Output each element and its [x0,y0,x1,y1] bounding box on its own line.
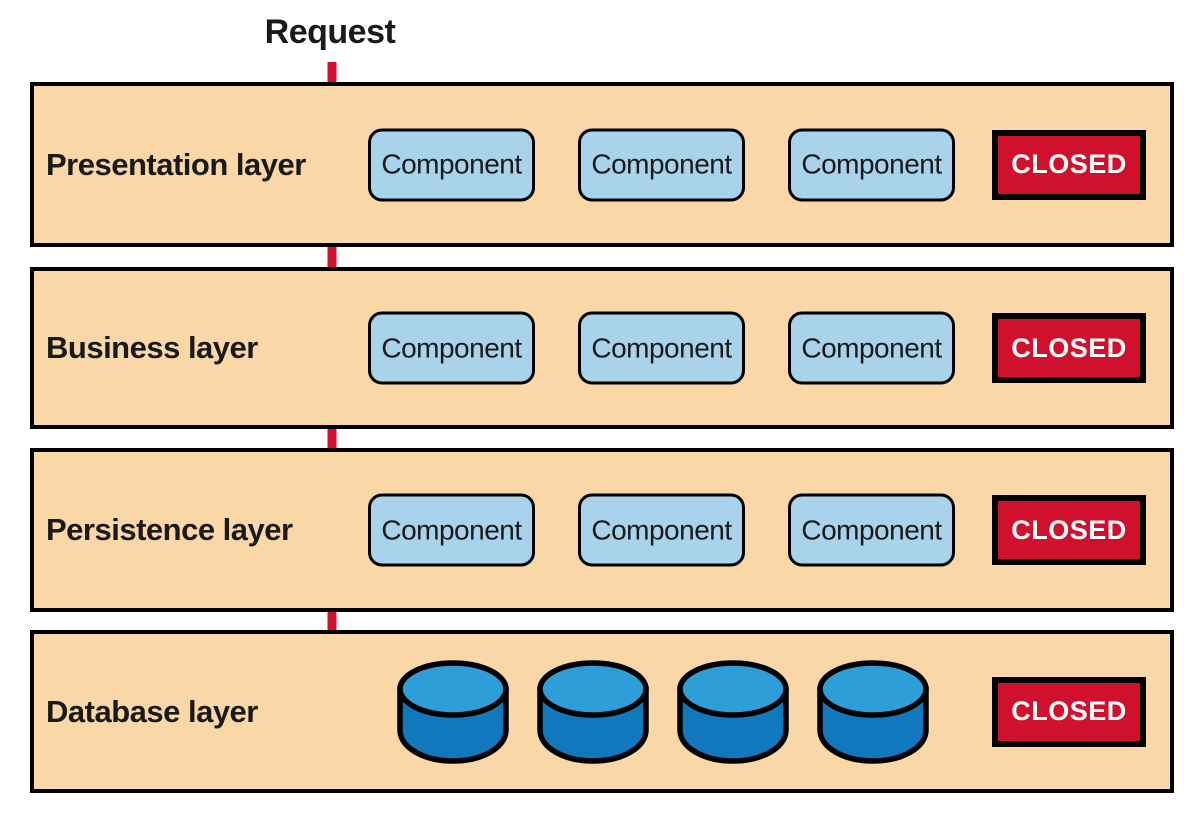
layer-label: Database layer [46,693,258,729]
component-box: Component [788,128,955,201]
closed-badge: CLOSED [992,676,1146,747]
database-cylinder-icon [397,660,509,764]
component-box: Component [368,311,535,385]
component-box: Component [578,311,745,385]
layer-business: Business layer Component Component Compo… [30,267,1174,429]
closed-badge: CLOSED [992,313,1146,383]
component-box: Component [788,311,955,385]
database-cylinder-icon [817,660,929,764]
component-box: Component [578,493,745,567]
component-box: Component [368,493,535,567]
component-box: Component [578,128,745,201]
database-cylinder-icon [677,660,789,764]
layer-label: Persistence layer [46,512,293,547]
layer-label: Business layer [46,330,258,365]
component-box: Component [368,128,535,201]
request-label: Request [264,13,396,51]
database-cylinder-icon [537,660,649,764]
layer-label: Presentation layer [46,146,306,182]
closed-badge: CLOSED [992,495,1146,565]
closed-badge: CLOSED [992,129,1146,200]
layer-database: Database layer CLOSED [30,630,1174,793]
component-box: Component [788,493,955,567]
layer-persistence: Persistence layer Component Component Co… [30,448,1174,612]
layer-presentation: Presentation layer Component Component C… [30,82,1174,247]
